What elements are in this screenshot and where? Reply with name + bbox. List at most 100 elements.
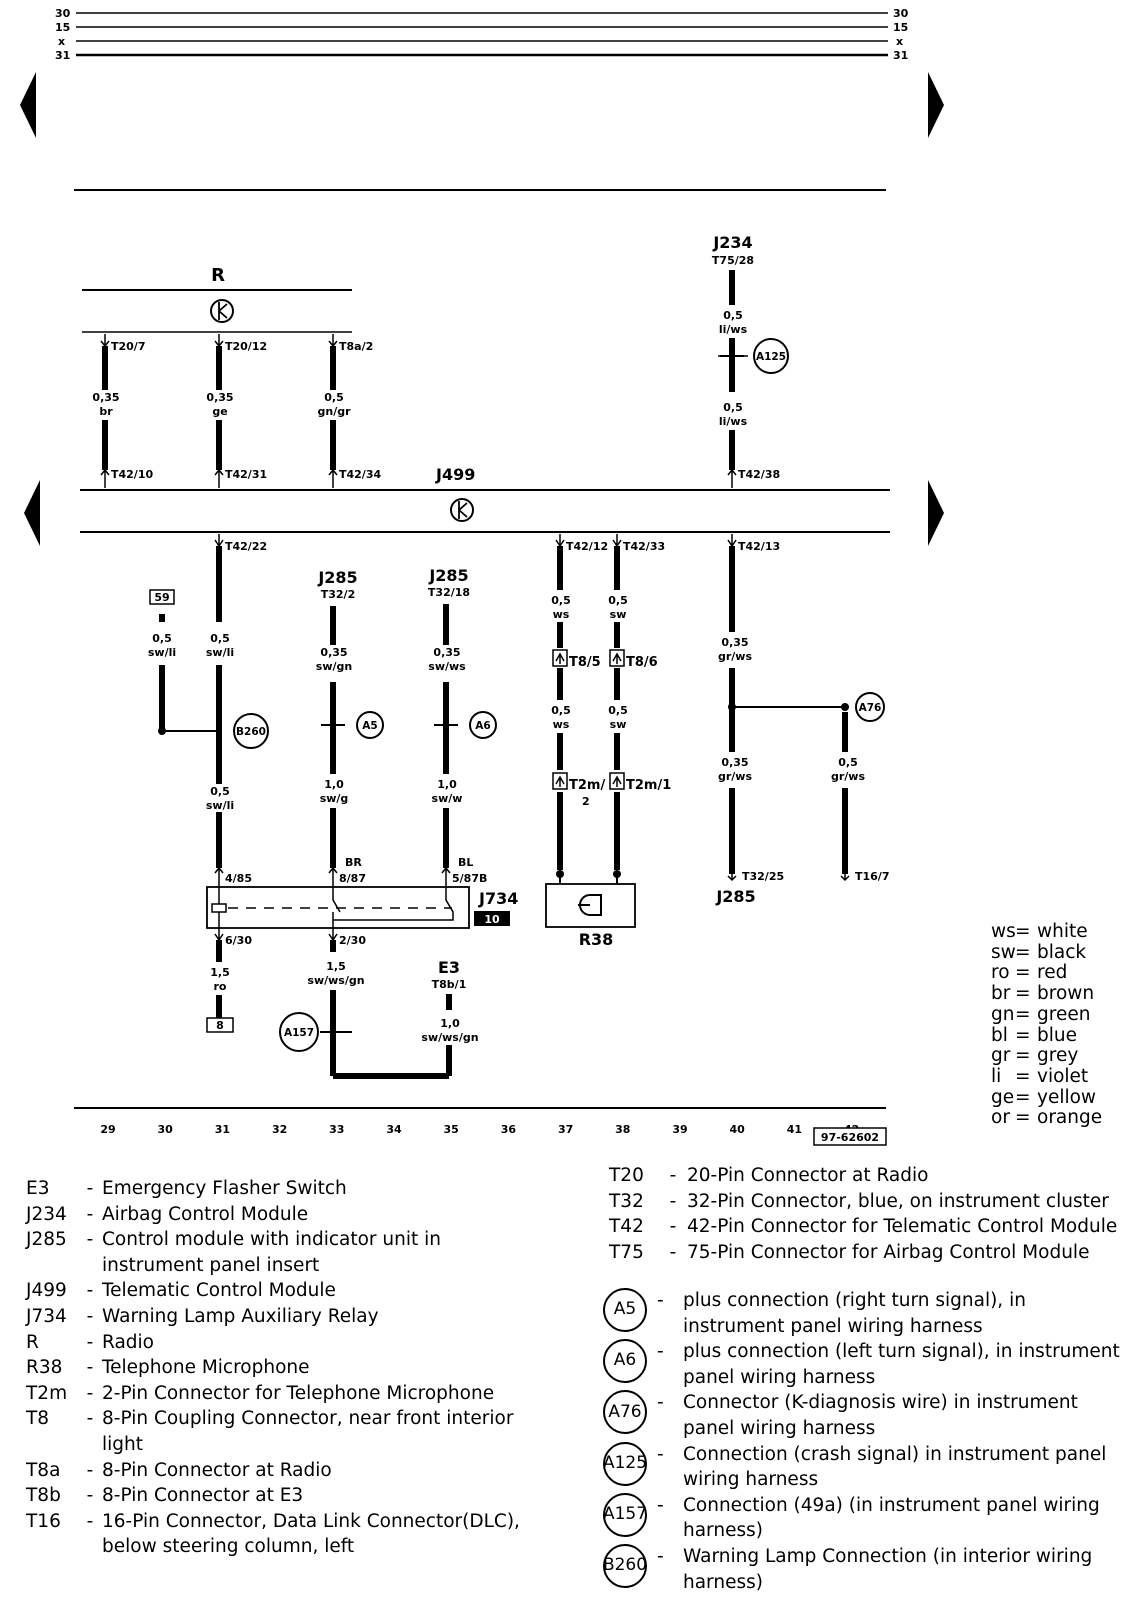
legend-dash: - — [86, 1331, 94, 1353]
j285-pin-a: T32/2 — [321, 588, 355, 601]
splice-a157 — [279, 1012, 319, 1052]
current-tracks: 2930313233343536373839404142 — [100, 1123, 859, 1136]
legend-connection-item: A125-Connection (crash signal) in instru… — [603, 1441, 1123, 1493]
color-name: orange — [1037, 1107, 1103, 1129]
pin-8-87: 8/87 — [339, 872, 366, 885]
pin-t42-13: T42/13 — [738, 540, 780, 553]
legend-item: T75 -75-Pin Connector for Airbag Control … — [609, 1240, 1129, 1266]
continuation-arrows — [20, 72, 944, 546]
j499-label: J499 — [435, 465, 475, 484]
track-number: 34 — [386, 1123, 402, 1136]
equals-sign: = — [1015, 921, 1031, 942]
legend-dash: - — [657, 1341, 664, 1363]
color-abbr: ro — [991, 962, 1010, 984]
wire-size: 0,5 — [551, 704, 571, 717]
pin-t2m-1: T2m/1 — [626, 778, 671, 793]
track-number: 33 — [329, 1123, 344, 1136]
microphone-icon — [579, 894, 602, 916]
legend-connection-item: A5-plus connection (right turn signal), … — [603, 1288, 1123, 1339]
telematic-J499: J499 — [80, 465, 890, 533]
track-number: 36 — [501, 1123, 517, 1136]
legend-code: T42 — [609, 1216, 644, 1238]
wire-color: sw/ws — [428, 660, 466, 673]
e3-pin: T8b/1 — [432, 978, 467, 991]
legend-description: 2-Pin Connector for Telephone Microphone — [102, 1382, 495, 1404]
wire-labels-lower: 0,5 sw/li 0,5 sw/li 0,5 sw/li 0,35 sw/gn… — [148, 594, 866, 1044]
pin-t8a-2: T8a/2 — [339, 340, 373, 353]
wire-color: sw/g — [320, 792, 349, 805]
legend-connection-item: A157-Connection (49a) (in instrument pan… — [603, 1492, 1123, 1544]
wires-upper — [102, 270, 735, 470]
equals-sign: = — [1015, 1107, 1031, 1129]
arrow-left-top-icon — [20, 72, 36, 138]
splice-a5-label: A5 — [362, 720, 377, 732]
splices — [233, 692, 885, 1052]
wire-size: 0,35 — [92, 391, 119, 404]
legend-item: T2m-2-Pin Connector for Telephone Microp… — [26, 1381, 536, 1407]
equals-sign: = — [1015, 1024, 1031, 1046]
splice-b260 — [233, 713, 269, 749]
wire-size: 0,5 — [210, 785, 230, 798]
equals-sign: = — [1015, 1086, 1031, 1108]
wire-color: br — [99, 405, 113, 418]
pin-t20-12: T20/12 — [225, 340, 267, 353]
legend-description: 75-Pin Connector for Airbag Control Modu… — [687, 1241, 1090, 1263]
wire-color: sw/w — [432, 792, 463, 805]
wire-size: 0,35 — [721, 636, 748, 649]
wire-size: 0,35 — [320, 646, 347, 659]
wire-size: 0,5 — [152, 632, 172, 645]
splice-a6-label: A6 — [475, 720, 490, 732]
equals-sign: = — [1015, 1045, 1031, 1067]
splice-b260-label: B260 — [236, 726, 266, 738]
track-number: 29 — [100, 1123, 115, 1136]
color-name: brown — [1037, 983, 1095, 1005]
color-name: black — [1037, 941, 1087, 963]
connection-circle-icon: A6 — [603, 1339, 647, 1384]
j234-label: J234 — [712, 233, 752, 252]
color-abbr: ge — [991, 1086, 1015, 1108]
wire-color: sw/li — [148, 646, 176, 659]
legend-code: E3 — [26, 1178, 50, 1199]
color-abbr: br — [991, 983, 1011, 1005]
pin-labels-lower: T42/22 T42/12 T42/33 T42/13 T8/5 T8/6 T2… — [225, 540, 889, 947]
legend-connection-item: A6-plus connection (left turn signal), i… — [603, 1339, 1123, 1390]
legend-code: T75 — [609, 1241, 644, 1263]
potential-label-31-right: 31 — [893, 49, 908, 62]
j734-label: J734 — [478, 889, 518, 908]
legend-description: Radio — [102, 1331, 154, 1353]
legend-dash: - — [657, 1443, 664, 1465]
equals-sign: = — [1015, 1003, 1031, 1025]
legend-description: Warning Lamp Auxiliary Relay — [102, 1305, 379, 1327]
wire-color: li/ws — [719, 415, 748, 428]
wire-size: 1,5 — [210, 966, 230, 979]
pin-t8-6: T8/6 — [626, 655, 658, 670]
splice-a76 — [855, 692, 885, 722]
potential-label-30-right: 30 — [893, 7, 909, 20]
r38-label: R38 — [579, 930, 614, 949]
pin-arrows-upper — [100, 334, 748, 488]
legend-dash: - — [669, 1241, 677, 1263]
legend-code: T8b — [26, 1485, 61, 1507]
pin-labels-upper: T20/7 T20/12 T8a/2 T42/10 T42/31 T42/34 … — [111, 340, 780, 481]
pin-t42-34: T42/34 — [339, 468, 381, 481]
switch-E3: E3 T8b/1 — [432, 958, 467, 991]
splice-a76-label: A76 — [859, 702, 882, 714]
track-number: 31 — [215, 1123, 230, 1136]
legend-item: R38-Telephone Microphone — [26, 1355, 536, 1381]
pin-2-30: 2/30 — [339, 934, 366, 947]
wire-color: li/ws — [719, 323, 748, 336]
pin-t32-25: T32/25 — [742, 870, 784, 883]
color-code-row: br=brown — [991, 983, 1102, 1005]
wire-size: 0,5 — [723, 401, 743, 414]
legend-code: J234 — [26, 1203, 67, 1225]
legend-code: J734 — [26, 1305, 67, 1327]
track-number: 38 — [615, 1123, 630, 1136]
legend-description: Warning Lamp Connection (in interior wir… — [683, 1545, 1093, 1593]
wire-color: gr/ws — [718, 650, 752, 663]
airbag-J234: J234 T75/28 — [712, 233, 754, 267]
legend-code: T32 — [609, 1190, 644, 1212]
wire-color: ro — [214, 980, 227, 993]
legend-dash: - — [86, 1305, 94, 1327]
